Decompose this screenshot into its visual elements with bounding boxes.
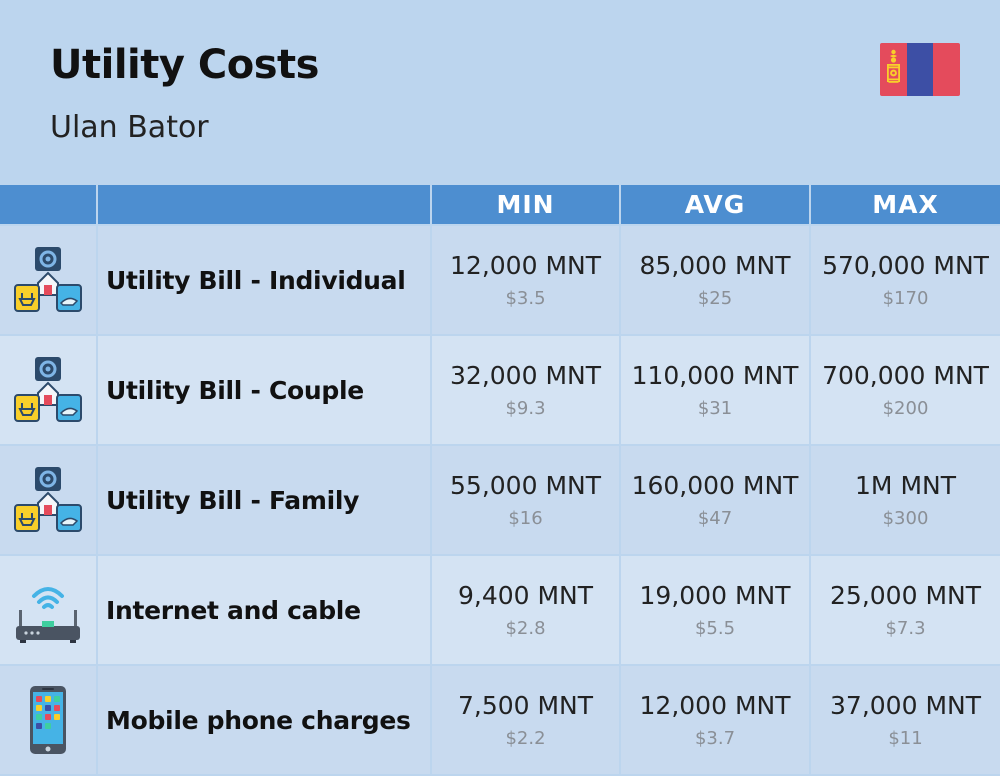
row-label: Mobile phone charges [98,666,430,774]
min-value: 9,400 MNT $2.8 [432,556,619,664]
avg-value: 85,000 MNT $25 [621,226,809,334]
local-price: 7,500 MNT [457,691,594,720]
page-title: Utility Costs [50,42,319,88]
wifi-router-icon [0,556,96,664]
usd-price: $11 [888,728,923,749]
local-price: 32,000 MNT [450,361,601,390]
max-value: 570,000 MNT $170 [811,226,1000,334]
local-price: 1M MNT [855,471,956,500]
usd-price: $200 [882,398,929,419]
usd-price: $5.5 [694,618,736,639]
min-value: 55,000 MNT $16 [432,446,619,554]
max-value: 1M MNT $300 [811,446,1000,554]
table-row: Internet and cable 9,400 MNT $2.8 19,000… [0,556,1000,664]
header-label-col [98,185,430,224]
local-price: 19,000 MNT [639,581,791,610]
avg-value: 110,000 MNT $31 [621,336,809,444]
header-avg: AVG [621,185,809,224]
local-price: 25,000 MNT [830,581,981,610]
header-min: MIN [432,185,619,224]
mongolia-flag-icon [880,43,960,96]
utility-bill-icon [0,336,96,444]
usd-price: $170 [882,288,929,309]
row-label: Utility Bill - Couple [98,336,430,444]
table-row: Mobile phone charges 7,500 MNT $2.2 12,0… [0,666,1000,774]
table-header: MIN AVG MAX [0,185,1000,224]
table-row: Utility Bill - Individual 12,000 MNT $3.… [0,226,1000,334]
city-name: Ulan Bator [50,110,209,145]
local-price: 12,000 MNT [450,251,601,280]
usd-price: $3.7 [694,728,736,749]
local-price: 55,000 MNT [450,471,601,500]
avg-value: 160,000 MNT $47 [621,446,809,554]
local-price: 9,400 MNT [457,581,594,610]
usd-price: $47 [697,508,733,529]
row-label: Utility Bill - Individual [98,226,430,334]
usd-price: $300 [882,508,929,529]
row-label: Utility Bill - Family [98,446,430,554]
utility-bill-icon [0,226,96,334]
mobile-phone-icon [0,666,96,774]
local-price: 85,000 MNT [639,251,791,280]
usd-price: $25 [697,288,733,309]
usd-price: $2.8 [505,618,546,639]
local-price: 110,000 MNT [631,361,799,390]
local-price: 37,000 MNT [830,691,981,720]
min-value: 7,500 MNT $2.2 [432,666,619,774]
table-row: Utility Bill - Family 55,000 MNT $16 160… [0,446,1000,554]
max-value: 700,000 MNT $200 [811,336,1000,444]
usd-price: $3.5 [505,288,546,309]
max-value: 37,000 MNT $11 [811,666,1000,774]
utility-cost-table: MIN AVG MAX Utility Bill - Individual 12… [0,185,1000,776]
min-value: 32,000 MNT $9.3 [432,336,619,444]
max-value: 25,000 MNT $7.3 [811,556,1000,664]
usd-price: $7.3 [885,618,926,639]
usd-price: $16 [508,508,543,529]
usd-price: $31 [697,398,733,419]
min-value: 12,000 MNT $3.5 [432,226,619,334]
usd-price: $2.2 [505,728,546,749]
local-price: 700,000 MNT [822,361,989,390]
row-label: Internet and cable [98,556,430,664]
header-icon-col [0,185,96,224]
table-row: Utility Bill - Couple 32,000 MNT $9.3 11… [0,336,1000,444]
header-max: MAX [811,185,1000,224]
local-price: 570,000 MNT [822,251,989,280]
local-price: 12,000 MNT [639,691,791,720]
usd-price: $9.3 [505,398,546,419]
avg-value: 12,000 MNT $3.7 [621,666,809,774]
avg-value: 19,000 MNT $5.5 [621,556,809,664]
utility-bill-icon [0,446,96,554]
local-price: 160,000 MNT [631,471,799,500]
